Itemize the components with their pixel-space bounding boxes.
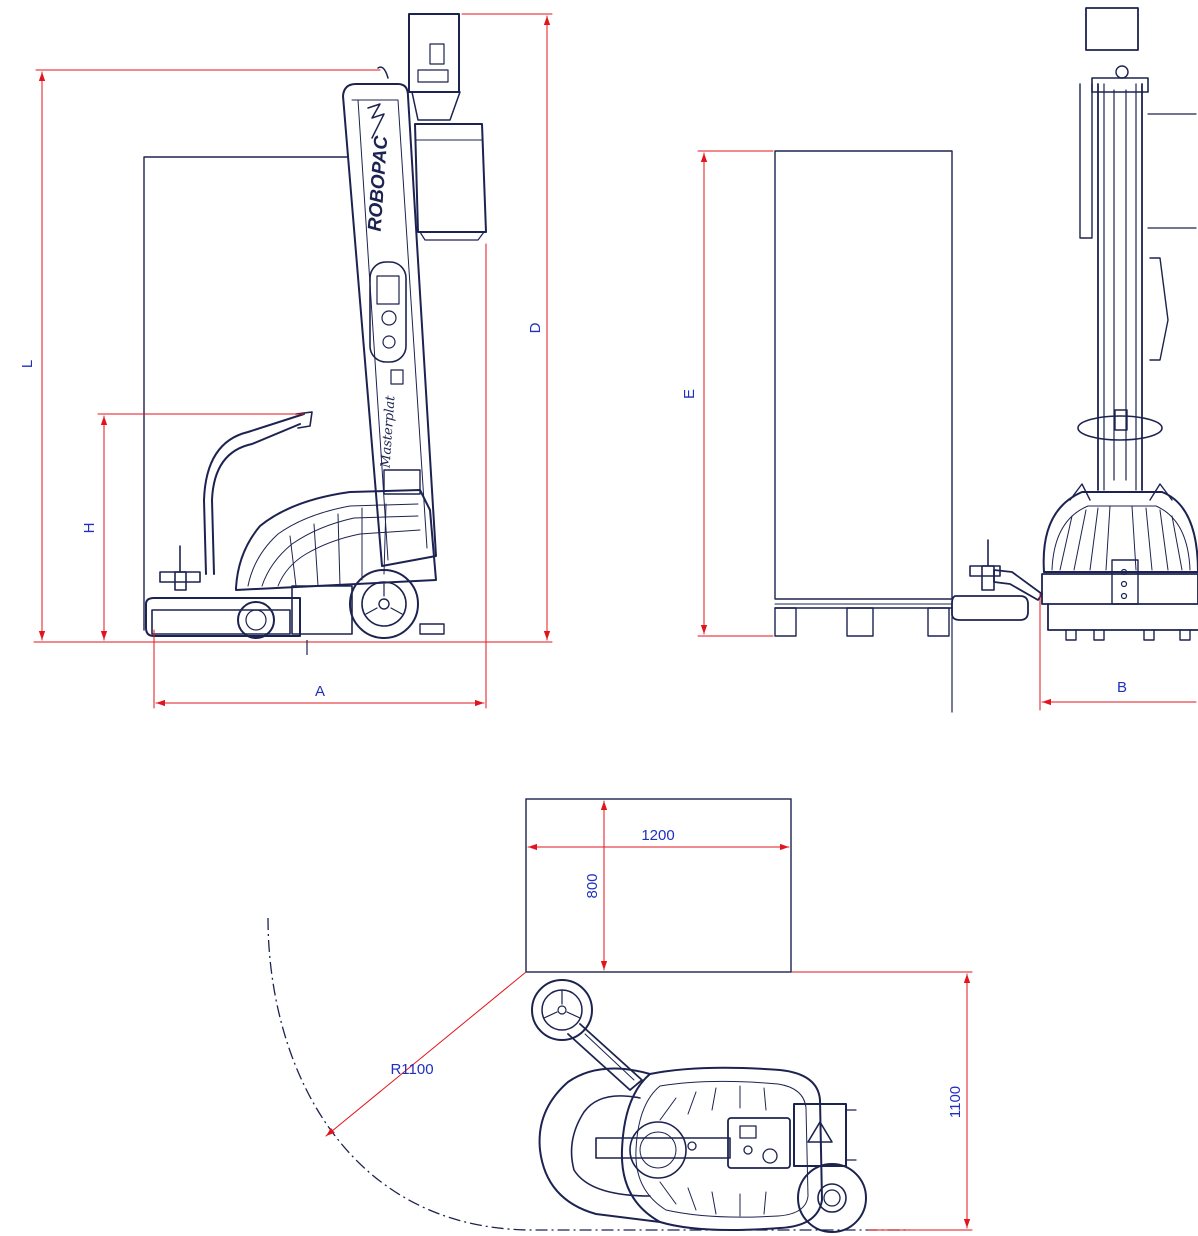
top-view: 1200 800 1100 R1100: [267, 798, 973, 1233]
dim-label-1100: 1100: [947, 1086, 964, 1118]
dim-radius-line: [325, 971, 527, 1137]
dim-label-radius: R1100: [390, 1061, 433, 1078]
dim-label-H: H: [81, 523, 98, 534]
front-view: E B: [681, 7, 1198, 713]
dim-label-E: E: [681, 389, 698, 399]
front-view-dimension-lines: [697, 150, 1197, 711]
dim-label-B: B: [1117, 679, 1127, 696]
front-view-machine: [951, 7, 1198, 641]
side-view-machine: [145, 13, 487, 639]
side-view-pallet-outline: [143, 156, 348, 631]
dim-label-800: 800: [584, 873, 601, 898]
model-logo-text: Masterplat: [378, 394, 398, 469]
dim-label-A: A: [315, 683, 325, 700]
dim-label-D: D: [527, 322, 544, 333]
side-view: L H D A ROBOPAC Masterplat: [19, 13, 553, 709]
dim-label-L: L: [19, 360, 36, 368]
front-view-pallet: [774, 150, 953, 713]
top-view-dimension-lines: [325, 800, 973, 1231]
top-view-pallet: [525, 798, 792, 973]
dim-label-1200: 1200: [641, 827, 674, 844]
swing-radius-arc: [267, 917, 910, 1231]
top-view-machine: [531, 979, 867, 1233]
side-view-dimension-lines: [33, 13, 553, 709]
brand-logo-text: ROBOPAC: [365, 135, 393, 232]
